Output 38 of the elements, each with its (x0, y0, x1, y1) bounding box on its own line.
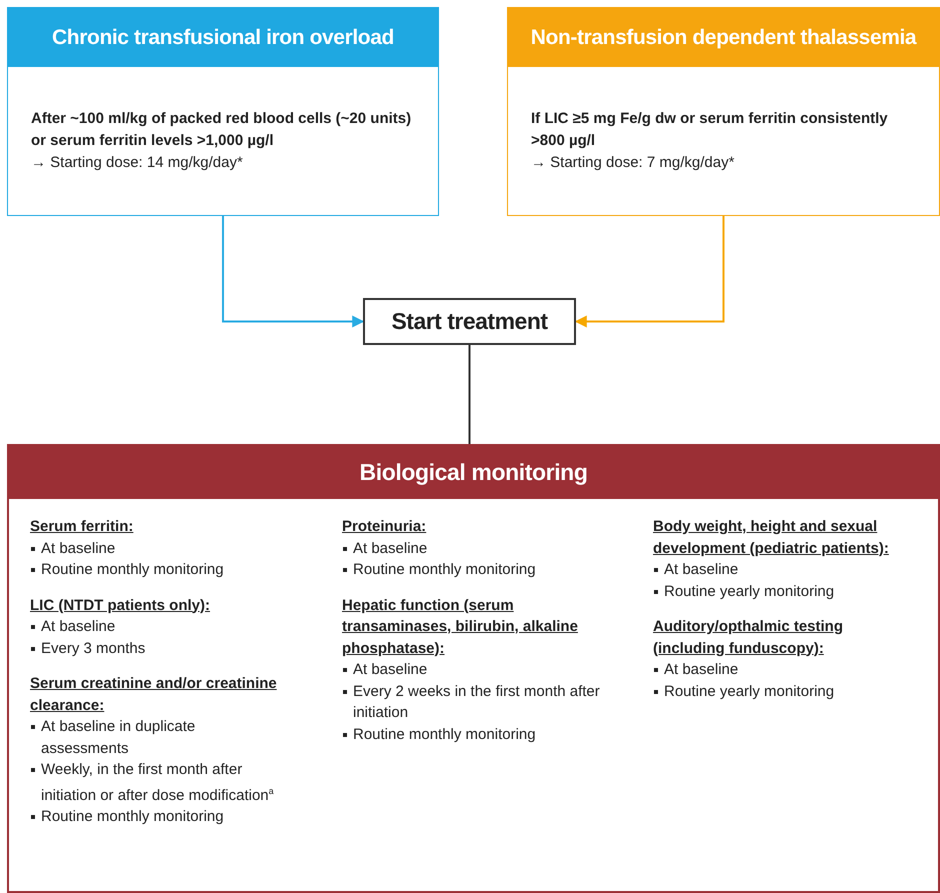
bullet-item: Routine monthly monitoring (342, 724, 622, 745)
section-heading: Hepatic function (serum transaminases, bilirubin, alkaline phosphatase): (342, 596, 579, 658)
bullet-item: Every 3 months (30, 638, 280, 659)
criteria-card (507, 7, 940, 216)
section-heading: Auditory/opthalmic testing (including funduscopy): (653, 617, 844, 658)
criteria-text: After ~100 ml/kg of packed red blood cells (~20 units) or serum ferritin levels >1,000 µg/l (31, 109, 412, 151)
bullet-item: At baseline (653, 659, 893, 680)
section-heading: Body weight, height and sexual development (pediatric patients): (653, 517, 890, 558)
bullet-item: At baseline in duplicate assessments (30, 716, 280, 759)
bullet-item: Routine yearly monitoring (653, 680, 893, 702)
criteria-text: If LIC ≥5 mg Fe/g dw or serum ferritin consistently >800 µg/l (531, 109, 889, 151)
card-heading: Non-transfusion dependent thalassemia (508, 8, 939, 67)
card-heading: Chronic transfusional iron overload (8, 8, 438, 67)
bullet-item: Routine monthly monitoring (342, 559, 622, 580)
panel-heading: Biological monitoring (9, 446, 938, 499)
bullet-item: At baseline (30, 616, 280, 638)
bullet-item: Every 2 weeks in the first month after initiation (342, 680, 622, 724)
bullet-item: Routine yearly monitoring (653, 580, 893, 602)
section-heading: Proteinuria: (342, 517, 428, 537)
arrow (222, 216, 364, 328)
bullet-item: At baseline (30, 538, 280, 559)
bullet-item: Routine monthly monitoring (30, 559, 280, 580)
bullet-item: At baseline (342, 659, 622, 680)
box-label: Start treatment (391, 308, 548, 335)
connector-line (468, 345, 470, 444)
section-heading: Serum creatinine and/or creatinine clearance: (30, 674, 278, 716)
dose-text: → Starting dose: 7 mg/kg/day* (531, 153, 736, 173)
dose-text: → Starting dose: 14 mg/kg/day* (31, 153, 244, 173)
bullet-item: At baseline (653, 559, 893, 580)
criteria-card (7, 7, 439, 216)
bullet-item: At baseline (342, 538, 622, 559)
section-heading: Serum ferritin: (30, 517, 134, 537)
section-heading: LIC (NTDT patients only): (30, 596, 211, 616)
arrow (574, 216, 724, 328)
bullet-item: Weekly, in the first month after initiation or after dose modification$^{a}$ (30, 759, 280, 806)
process-box (363, 298, 576, 345)
bullet-item: Routine monthly monitoring (30, 806, 280, 828)
monitoring-panel (7, 444, 940, 893)
